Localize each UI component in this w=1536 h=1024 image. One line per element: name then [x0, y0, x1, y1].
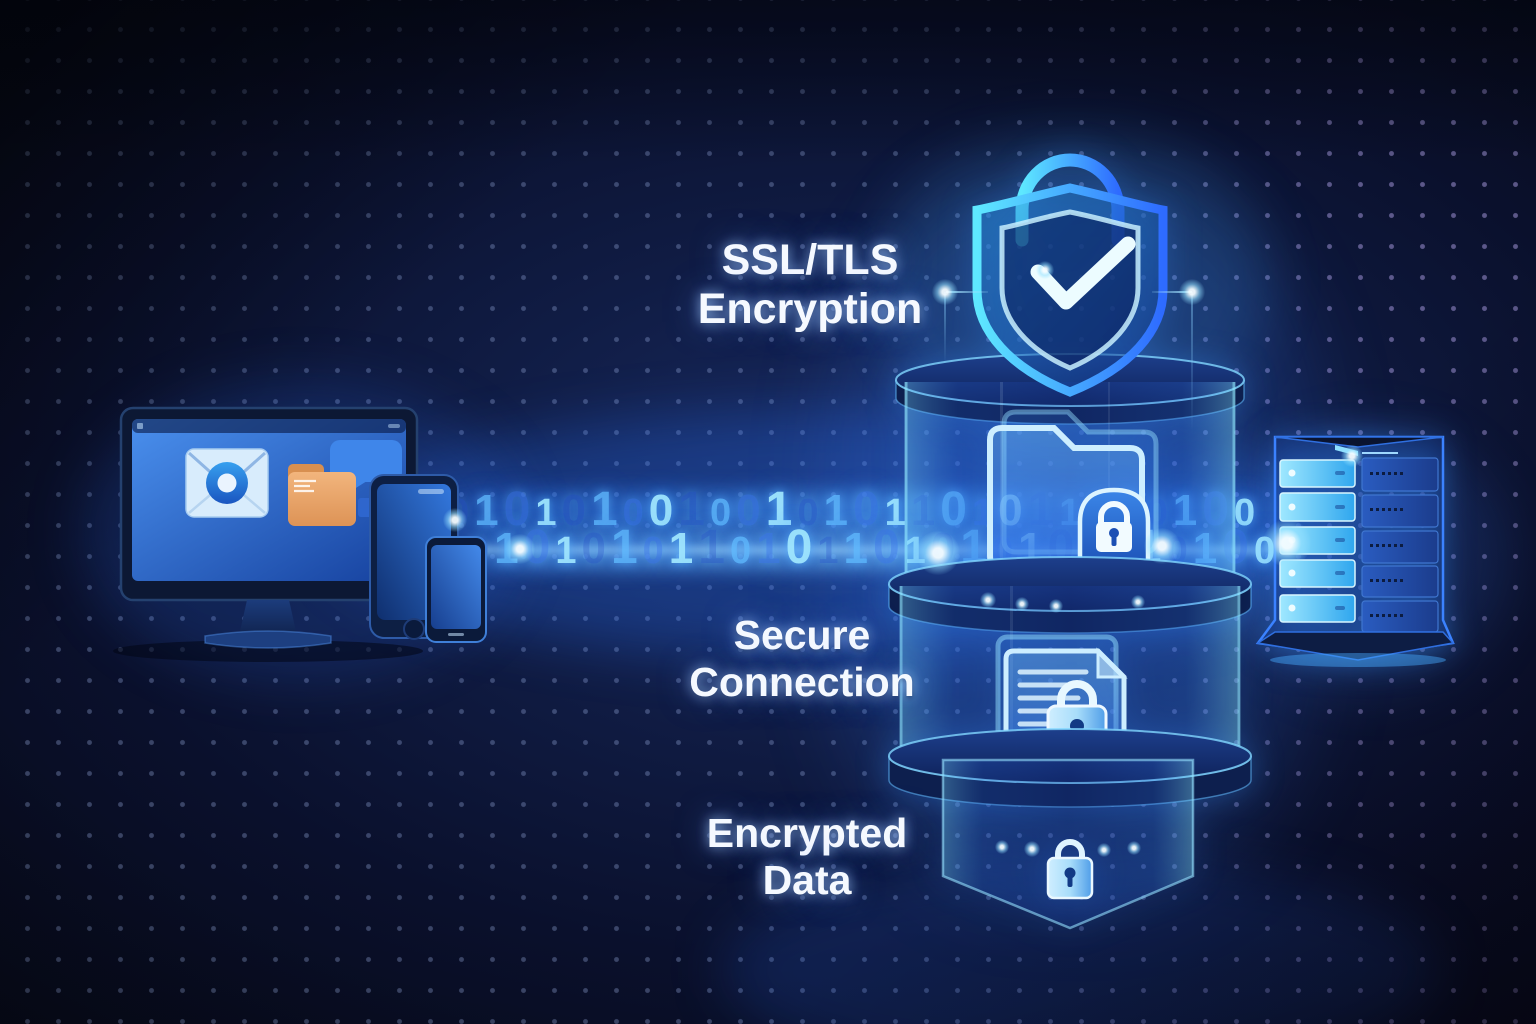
tower-bottom-segment — [941, 758, 1195, 930]
email-envelope-icon — [185, 448, 269, 518]
shield-check-icon — [972, 153, 1168, 397]
monitor-shadow — [113, 640, 423, 662]
folder-icon — [288, 464, 356, 526]
lens-flare — [1144, 528, 1180, 564]
server-rack-icon — [1255, 435, 1455, 667]
rim-light-dot — [1049, 599, 1063, 613]
server-right-trays — [1361, 457, 1439, 633]
client-devices-cluster — [113, 406, 487, 662]
lens-flare — [505, 534, 535, 564]
rim-light-dot — [1015, 597, 1029, 611]
smartphone-small-icon — [425, 536, 487, 643]
monitor-stand — [239, 600, 297, 636]
folder-lock-icon — [987, 409, 1159, 575]
node-sparkle — [1179, 279, 1205, 305]
server-top-face — [1274, 436, 1444, 448]
desktop-monitor-icon — [119, 406, 419, 602]
rim-light-dot — [995, 840, 1009, 854]
circuit-line-left-vertical — [944, 292, 946, 364]
node-sparkle — [932, 279, 958, 305]
label-line: Data — [762, 857, 852, 903]
circuit-line-right-vertical — [1191, 292, 1193, 432]
label-secure-connection: Secure Connection — [628, 612, 976, 706]
check-sparkle — [1036, 261, 1054, 279]
label-line: SSL/TLS — [721, 236, 899, 284]
monitor-base — [204, 630, 332, 649]
server-sparkle — [1341, 445, 1363, 467]
rim-light-dot — [1131, 595, 1145, 609]
screen-titlebar — [132, 419, 406, 433]
label-ssl-tls-encryption: SSL/TLS Encryption — [640, 236, 980, 334]
label-line: Encryption — [697, 285, 923, 333]
lens-flare — [916, 531, 960, 575]
binary-beam-core — [452, 547, 1282, 553]
security-tower — [888, 153, 1252, 930]
server-base-glow — [1270, 653, 1446, 667]
circuit-line-right — [1152, 291, 1192, 293]
label-line: Secure — [733, 612, 871, 658]
label-encrypted-data: Encrypted Data — [642, 810, 972, 904]
circuit-line-left — [946, 291, 988, 293]
rim-light-dot — [1127, 841, 1141, 855]
rim-light-dot — [1097, 843, 1111, 857]
checkmark-icon — [1030, 236, 1136, 310]
lens-flare — [1263, 519, 1311, 567]
server-pedestal — [1255, 631, 1455, 661]
server-vent-dots — [1370, 472, 1403, 617]
rim-light-dot — [980, 592, 996, 608]
label-line: Encrypted — [706, 810, 908, 856]
label-line: Connection — [689, 659, 915, 705]
lens-flare — [443, 508, 467, 532]
padlock-shackle-icon — [1015, 153, 1125, 247]
padlock-icon — [1046, 839, 1094, 900]
rim-light-dot — [1024, 841, 1040, 857]
